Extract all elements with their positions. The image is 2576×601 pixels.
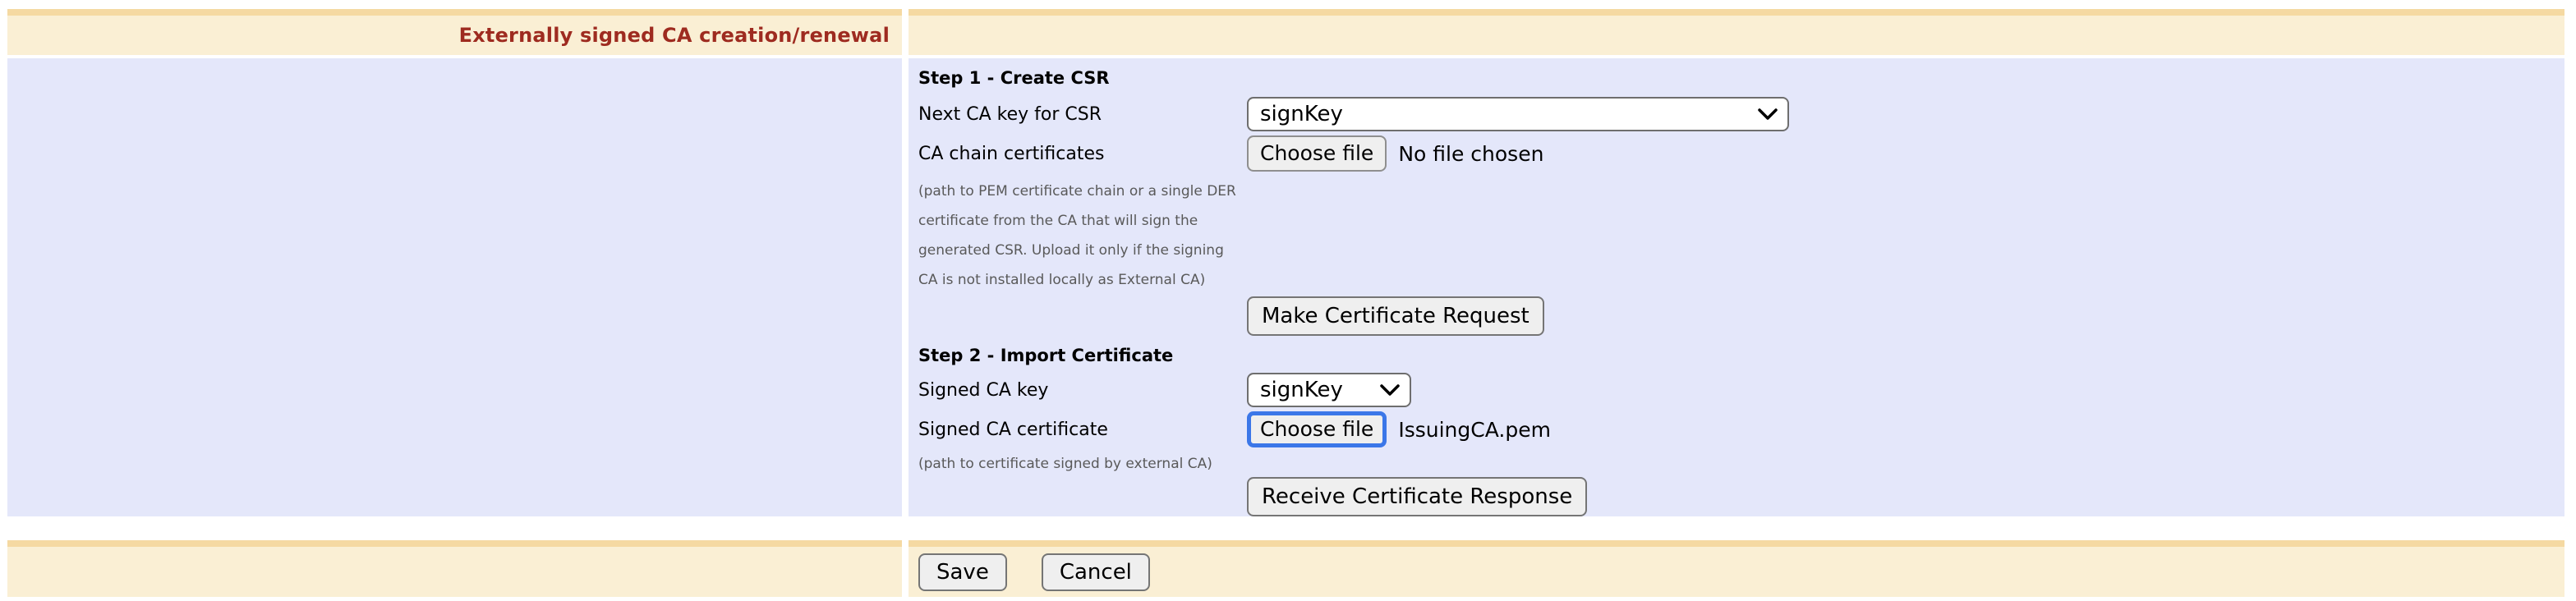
next-ca-key-select[interactable]: signKey [1247,97,1789,131]
footer-left-spacer-cell [7,540,902,597]
content-left-spacer-cell [7,58,902,516]
page-title: Externally signed CA creation/renewal [458,24,890,47]
step2-heading: Step 2 - Import Certificate [918,346,1174,365]
footer-actions-cell: Save Cancel [908,540,2564,597]
header-row: Externally signed CA creation/renewal [7,9,2564,55]
ca-chain-row: CA chain certificates Choose file No fil… [918,135,2548,172]
help-line: CA is not installed locally as External … [918,272,1206,288]
signed-ca-certificate-row: Signed CA certificate Choose file Issuin… [918,411,2548,447]
help-line: (path to PEM certificate chain or a sing… [918,183,1236,200]
signed-ca-certificate-file-input: Choose file IssuingCA.pem [1247,411,1551,447]
ca-form-table: Externally signed CA creation/renewal St… [7,9,2564,597]
ca-chain-file-status: No file chosen [1398,141,1544,166]
ca-chain-file-input: Choose file No file chosen [1247,135,1543,172]
ca-chain-label: CA chain certificates [918,143,1105,164]
save-button[interactable]: Save [918,553,1007,591]
signed-ca-key-select[interactable]: signKey [1247,373,1411,407]
signed-ca-key-selected-value: signKey [1260,378,1343,402]
content-row: Step 1 - Create CSR Next CA key for CSR … [7,58,2564,516]
signed-ca-key-row: Signed CA key signKey [918,372,2548,408]
header-title-cell: Externally signed CA creation/renewal [7,9,902,55]
content-form-cell: Step 1 - Create CSR Next CA key for CSR … [908,58,2564,516]
help-line: generated CSR. Upload it only if the sig… [918,242,1224,259]
chevron-down-icon [1380,384,1400,396]
header-spacer-cell [908,9,2564,55]
chevron-down-icon [1758,108,1778,120]
signed-ca-certificate-label: Signed CA certificate [918,419,1108,440]
cancel-button[interactable]: Cancel [1041,553,1150,591]
signed-ca-certificate-help-text: (path to certificate signed by external … [918,456,1212,472]
next-ca-key-selected-value: signKey [1260,102,1343,126]
signed-ca-key-label: Signed CA key [918,379,1049,401]
ca-chain-help-text: (path to PEM certificate chain or a sing… [918,177,1263,295]
step1-heading: Step 1 - Create CSR [918,68,1110,88]
next-ca-key-label: Next CA key for CSR [918,103,1102,125]
signed-ca-certificate-filename: IssuingCA.pem [1398,417,1551,442]
signed-ca-certificate-choose-file-button[interactable]: Choose file [1247,411,1387,447]
next-ca-key-row: Next CA key for CSR signKey [918,96,2548,132]
receive-certificate-response-button[interactable]: Receive Certificate Response [1247,477,1588,516]
ca-chain-choose-file-button[interactable]: Choose file [1247,135,1387,172]
footer-row: Save Cancel [7,540,2564,597]
make-certificate-request-button[interactable]: Make Certificate Request [1247,296,1544,336]
help-line: certificate from the CA that will sign t… [918,213,1198,229]
